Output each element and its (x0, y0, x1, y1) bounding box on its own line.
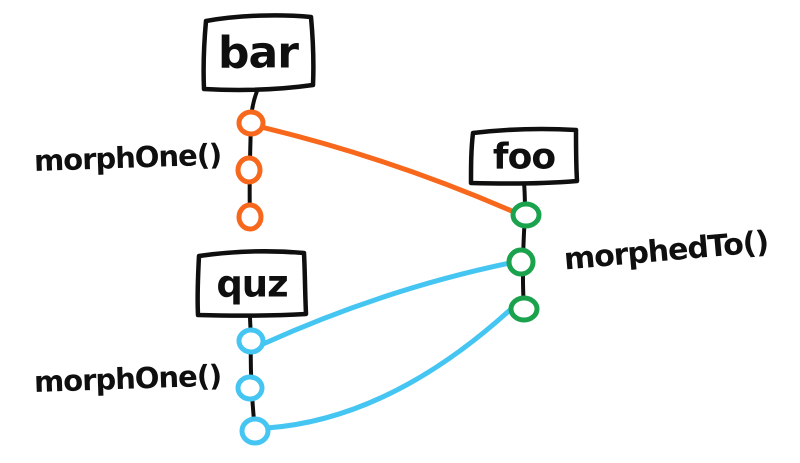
foo-box (468, 126, 580, 186)
bar-port-2 (235, 155, 263, 185)
quz-port-3 (239, 416, 271, 446)
quz-relation-label: morphOne() (33, 358, 222, 399)
quz-box (195, 249, 309, 318)
quz-box-label: quz (216, 262, 288, 306)
relation-edges (258, 124, 517, 431)
edge-bar-foo (258, 124, 517, 215)
quz-port-2 (235, 374, 265, 402)
foo-box-label: foo (492, 136, 556, 178)
edge-quz1-foo2 (260, 260, 513, 347)
bar-relation-label: morphOne() (33, 137, 222, 178)
bar-port-3 (236, 202, 264, 232)
foo-port-1 (510, 201, 542, 229)
bar-box (201, 13, 316, 93)
quz-port-1 (236, 327, 266, 355)
entity-boxes (195, 13, 580, 318)
bar-box-label: bar (218, 27, 299, 79)
edge-quz3-foo3 (264, 306, 514, 431)
ports (235, 109, 542, 446)
bar-port-1 (236, 109, 266, 137)
foo-port-3 (508, 295, 540, 323)
foo-port-2 (506, 247, 536, 277)
